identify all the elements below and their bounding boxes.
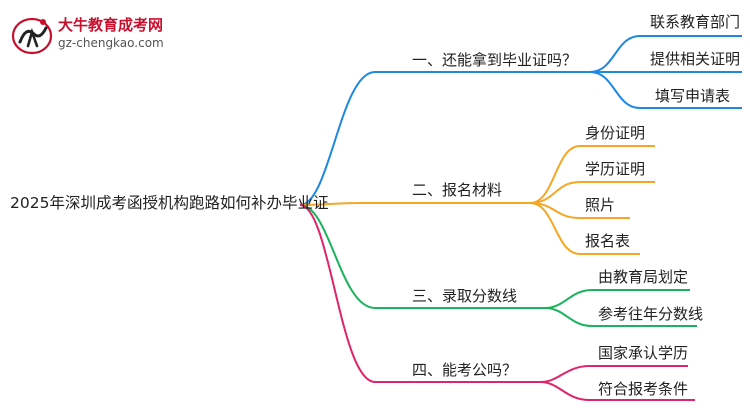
branch-3-child-1: 由教育局划定	[598, 268, 689, 286]
connector-2-2	[529, 181, 655, 204]
branch-1-child-1: 联系教育部门	[650, 13, 741, 31]
connector-2-4	[529, 202, 640, 255]
branch-3-child-2: 参考往年分数线	[598, 305, 704, 323]
connector-branch-3	[299, 204, 545, 309]
branch-4-label: 四、能考公吗？	[412, 361, 518, 379]
connector-3-1	[544, 289, 690, 309]
connector-4-2	[539, 381, 695, 401]
watermark: 大牛教育成考网 gz-chengkao.com	[10, 8, 210, 58]
logo-icon	[11, 17, 53, 55]
branch-2-label: 二、报名材料	[412, 181, 503, 199]
branch-1-label: 一、还能拿到毕业证吗？	[412, 51, 578, 69]
branch-2-child-1: 身份证明	[585, 124, 646, 142]
branch-1-child-2: 提供相关证明	[650, 50, 741, 68]
connector-1-3	[589, 71, 742, 109]
connector-4-1	[539, 365, 688, 383]
branch-4-child-1: 国家承认学历	[598, 344, 689, 362]
root-topic: 2025年深圳成考函授机构跑路如何补办毕业证	[10, 194, 329, 212]
connector-2-1	[529, 145, 655, 204]
branch-4-child-2: 符合报考条件	[598, 380, 689, 398]
branch-2-child-4: 报名表	[585, 232, 631, 250]
branch-2-child-3: 照片	[585, 196, 616, 214]
connector-branch-4	[299, 204, 540, 383]
connector-1-1	[589, 35, 742, 73]
branch-1-child-3: 填写申请表	[655, 87, 731, 105]
connector-branch-1	[299, 71, 590, 206]
branch-2-child-2: 学历证明	[585, 160, 646, 178]
watermark-title: 大牛教育成考网	[58, 16, 164, 34]
connector-branch-2	[299, 202, 530, 206]
watermark-url: gz-chengkao.com	[58, 36, 164, 50]
connector-2-3	[529, 202, 630, 219]
branch-3-label: 三、录取分数线	[412, 287, 518, 305]
connector-3-2	[544, 307, 697, 327]
